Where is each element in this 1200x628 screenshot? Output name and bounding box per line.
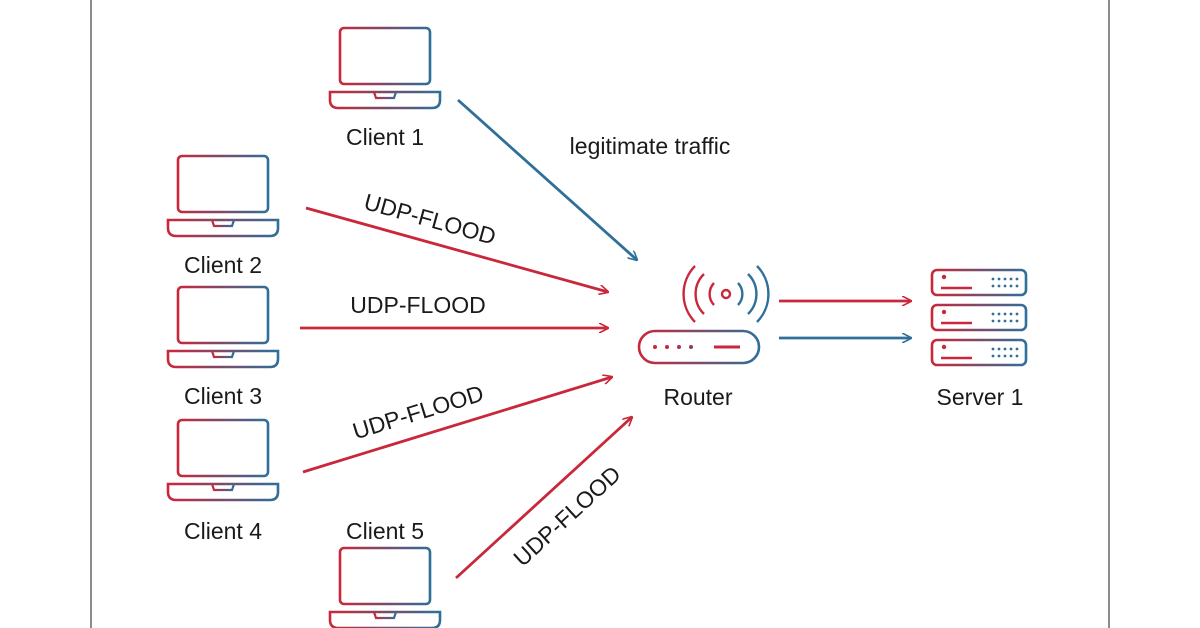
client3-laptop-icon [166,285,280,369]
client4-label: Client 4 [184,518,262,544]
edge-label-client2-flood: UDP-FLOOD [361,188,498,249]
router-label: Router [663,384,732,410]
edge-label-client3-flood: UDP-FLOOD [350,292,485,318]
client4-laptop-icon [166,418,280,502]
client2-label: Client 2 [184,252,262,278]
flood-arrow-client5-router [455,417,632,580]
flood-arrow-client4-router [302,377,612,474]
server-icon [930,268,1028,367]
client1-label: Client 1 [346,124,424,150]
router-icon [637,265,770,365]
client3-label: Client 3 [184,383,262,409]
edge-label-client4-flood: UDP-FLOOD [349,380,486,444]
legit-arrow-client1-router [457,98,637,260]
client5-laptop-icon [328,546,442,628]
client5-label: Client 5 [346,518,424,544]
server-label: Server 1 [937,384,1024,410]
client1-laptop-icon [328,26,442,110]
client2-laptop-icon [166,154,280,238]
edge-label-legitimate-traffic: legitimate traffic [570,133,731,159]
flood-arrow-client2-router [305,206,608,292]
